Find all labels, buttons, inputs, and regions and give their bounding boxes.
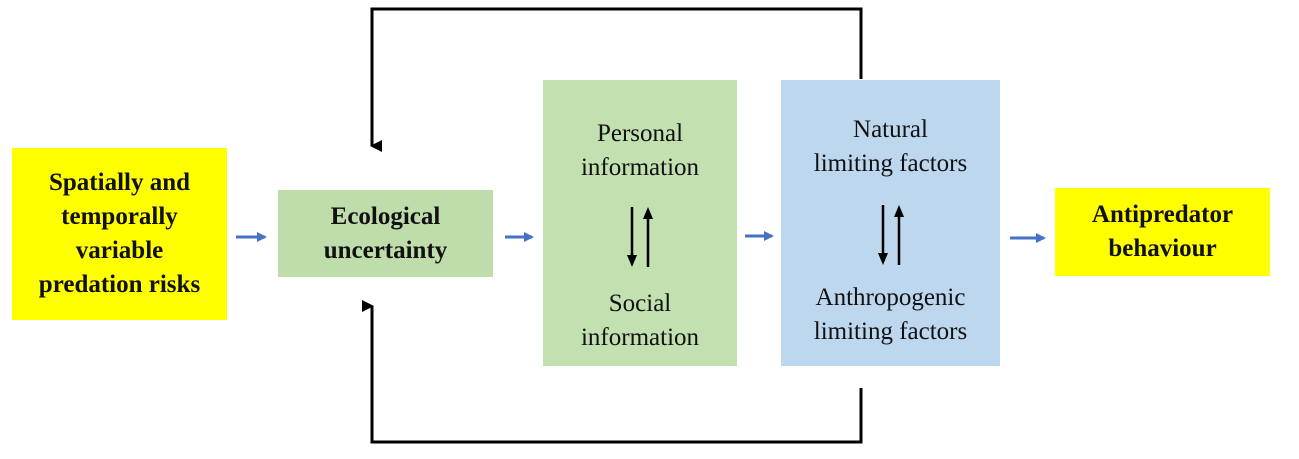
feedback-arrow-top [370, 7, 863, 152]
behaviour-line-2: behaviour [1108, 235, 1217, 262]
natural-line-2: limiting factors [813, 150, 968, 177]
behaviour-line-1: Antipredator [1091, 201, 1234, 228]
social-info-line-2: information [580, 324, 700, 351]
predation-risk-box: Spatially and temporally variable predat… [12, 148, 227, 320]
risk-line-2: temporally [61, 203, 178, 230]
feedback-arrow-bottom [362, 300, 863, 444]
social-info-line-1: Social [608, 290, 672, 317]
limiting-factors-box: Natural limiting factors Anthropogenic l… [781, 80, 1000, 366]
personal-info-line-1: Personal [596, 120, 684, 147]
risk-line-4: predation risks [38, 271, 201, 298]
anthropogenic-line-2: limiting factors [813, 318, 968, 345]
uncertainty-line-2: uncertainty [323, 236, 448, 264]
bidirectional-arrows-icon [877, 205, 904, 265]
information-box: Personal information Social information [543, 80, 737, 366]
anthropogenic-line-1: Anthropogenic [815, 284, 966, 311]
bidirectional-arrows-icon [627, 207, 653, 267]
uncertainty-line-1: Ecological [330, 202, 441, 230]
natural-line-1: Natural [853, 116, 928, 143]
risk-line-1: Spatially and [48, 169, 191, 196]
risk-line-3: variable [75, 237, 164, 264]
personal-info-line-2: information [580, 154, 700, 181]
ecological-uncertainty-box: Ecological uncertainty [278, 190, 493, 277]
antipredator-behaviour-box: Antipredator behaviour [1055, 188, 1270, 276]
